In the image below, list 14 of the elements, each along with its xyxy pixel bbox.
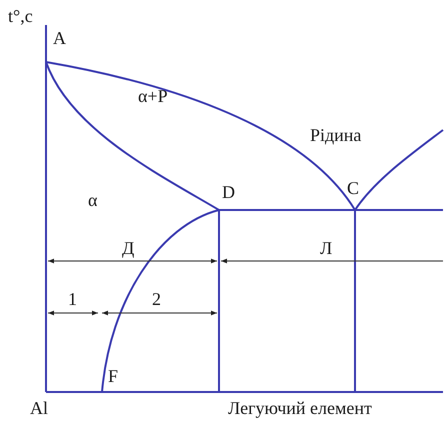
point-label: C (347, 178, 360, 198)
region-label: α (88, 190, 98, 210)
point-label: A (53, 28, 66, 48)
point-label: D (222, 182, 235, 202)
axis-label: Al (30, 398, 48, 418)
region-label: α+Р (138, 86, 168, 106)
dimension-label: 2 (152, 289, 161, 309)
dimension-label: 1 (68, 289, 77, 309)
axis-label: t°,с (8, 6, 33, 26)
region-label: Рідина (310, 125, 362, 145)
axis-label: Легуючий елемент (228, 398, 372, 418)
point-label: F (108, 366, 118, 386)
dimension-label: Д (122, 238, 134, 258)
dimension-label: Л (320, 238, 332, 258)
